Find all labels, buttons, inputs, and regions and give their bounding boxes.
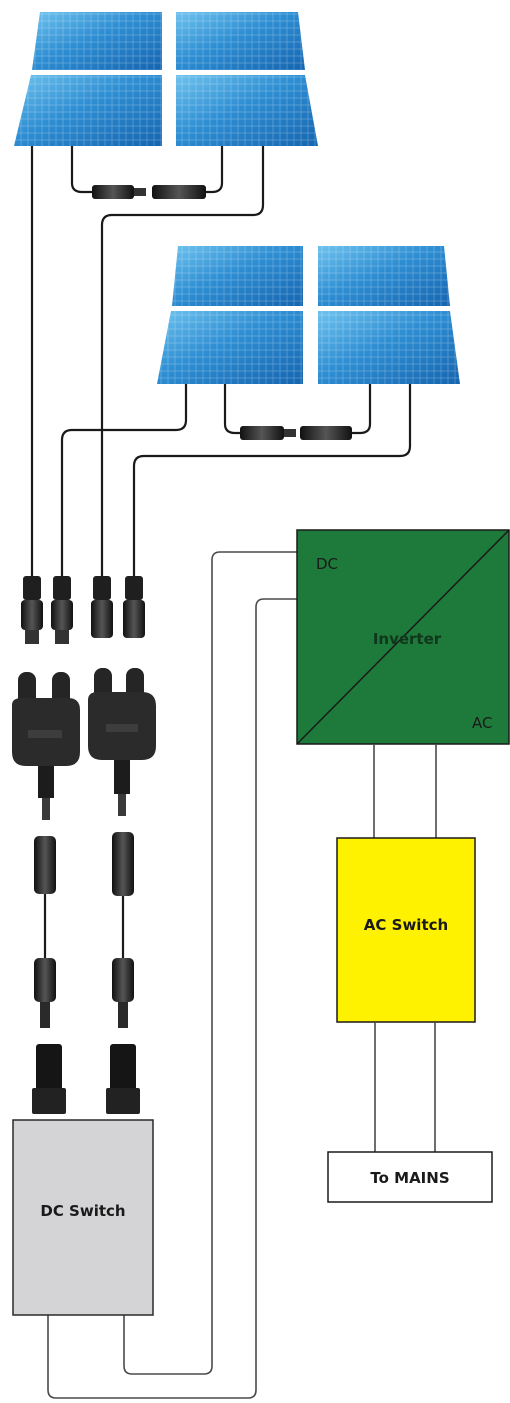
- y-branch-connector-right: [88, 668, 156, 816]
- mains-connection: To MAINS: [327, 1151, 493, 1203]
- inverter-ac-label: AC: [472, 714, 492, 732]
- ac-wiring-switch-to-mains: [374, 1022, 436, 1152]
- mains-box: [327, 1151, 493, 1203]
- solar-panel-top-right-upper: [176, 12, 305, 70]
- dc-switch-box: [12, 1119, 154, 1316]
- mc4-connector-1: [21, 576, 43, 644]
- mc4-inline-connector-bottom: [240, 426, 352, 440]
- inverter: DC Inverter AC: [296, 529, 510, 745]
- panel-wiring: [30, 146, 412, 578]
- ac-switch-label: AC Switch: [364, 916, 448, 934]
- solar-panel-bottom-right-upper: [318, 246, 450, 306]
- mc4-inline-connector-top: [92, 185, 206, 199]
- solar-panel-top-right-lower: [176, 75, 318, 146]
- solar-panel-top-left-lower: [14, 75, 162, 146]
- solar-panel-bottom-left-upper: [172, 246, 303, 306]
- ac-wiring-inverter-to-switch: [373, 744, 437, 838]
- solar-panel-top-left-upper: [32, 12, 162, 70]
- inverter-diagonal: [296, 529, 510, 745]
- extension-cable-left: [34, 836, 56, 1028]
- solar-array-top: [14, 12, 318, 146]
- mc4-connector-3: [91, 576, 113, 638]
- mains-label: To MAINS: [370, 1169, 449, 1187]
- inverter-dc-label: DC: [316, 555, 338, 573]
- dc-wiring-to-inverter: [47, 551, 297, 1399]
- solar-panel-bottom-left-lower: [157, 311, 303, 384]
- mc4-connector-2: [51, 576, 73, 644]
- cable-gland-left: [32, 1044, 66, 1114]
- dc-switch-label: DC Switch: [40, 1202, 125, 1220]
- cable-gland-right: [106, 1044, 140, 1114]
- extension-cable-right: [112, 832, 134, 1028]
- solar-panel-bottom-right-lower: [318, 311, 460, 384]
- mc4-connector-4: [123, 576, 145, 638]
- y-branch-connector-left: [12, 672, 80, 820]
- dc-switch: DC Switch: [12, 1119, 154, 1316]
- ac-switch-box: [336, 837, 476, 1023]
- ac-switch: AC Switch: [336, 837, 476, 1023]
- solar-array-bottom: [157, 246, 460, 384]
- mc4-string-connectors: [21, 576, 145, 644]
- inverter-label: Inverter: [373, 630, 442, 648]
